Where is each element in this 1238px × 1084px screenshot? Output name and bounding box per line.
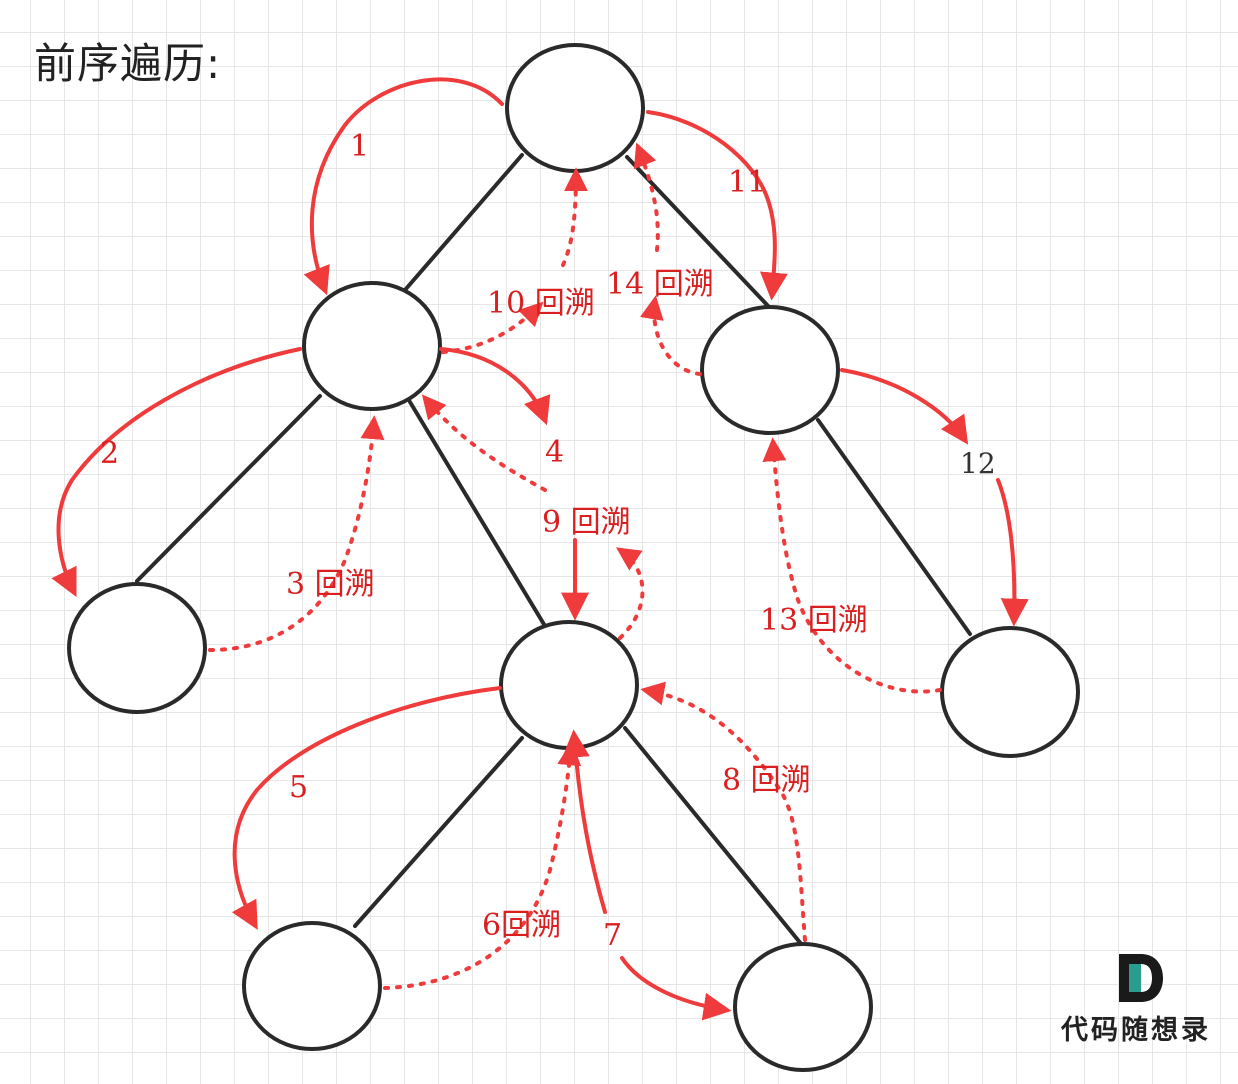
- node-bottom-left: [242, 921, 382, 1051]
- edge-root-left: [403, 153, 524, 292]
- backtrack-arrows: [208, 142, 942, 990]
- page-title: 前序遍历:: [34, 39, 222, 88]
- label-step6: 6回溯: [482, 908, 561, 943]
- node-middle: [499, 620, 639, 750]
- arrow-12b: [996, 478, 1029, 627]
- edge-root-right: [625, 155, 772, 310]
- arrow-14b: [633, 142, 660, 252]
- traversal-arrows: [51, 77, 1029, 1021]
- label-step1: 1: [350, 129, 369, 164]
- arrow-10b: [561, 167, 588, 267]
- node-bottom-right: [733, 942, 873, 1072]
- arrow-6: [383, 741, 582, 990]
- arrow-9b: [421, 394, 547, 492]
- node-right-leaf: [940, 626, 1080, 758]
- node-left: [302, 281, 442, 411]
- edge-middle-bottomright: [623, 726, 804, 947]
- label-step8: 8 回溯: [722, 763, 811, 798]
- arrow-7: [620, 956, 732, 1021]
- node-root: [505, 43, 645, 173]
- step-labels: 1 2 3 回溯 4 5 6回溯 7 8 回溯 9 回溯 10 回溯 11 12…: [100, 129, 996, 953]
- label-step2: 2: [100, 436, 119, 471]
- logo-text: 代码随想录: [1061, 1015, 1211, 1046]
- label-step12: 12: [960, 447, 996, 480]
- edge-right-rightleaf: [816, 418, 972, 636]
- arrow-3: [208, 415, 385, 652]
- tree-nodes: [67, 43, 1080, 1072]
- arrow-8: [640, 681, 807, 942]
- arrow-7-up: [561, 729, 607, 914]
- node-right: [700, 305, 840, 435]
- label-step3: 3 回溯: [286, 567, 375, 602]
- arrow-9: [616, 547, 645, 640]
- logo-d-icon: [1119, 954, 1163, 1002]
- arrow-14: [640, 295, 702, 376]
- label-step11: 11: [728, 165, 766, 200]
- label-step7: 7: [603, 918, 622, 953]
- arrow-10: [441, 301, 544, 354]
- label-step13: 13 回溯: [760, 603, 868, 638]
- tree-edges: [135, 153, 972, 947]
- label-step9: 9 回溯: [542, 505, 631, 540]
- label-step5: 5: [289, 770, 308, 805]
- edge-middle-bottomleft: [353, 736, 524, 928]
- edge-left-leftleaf: [135, 394, 322, 583]
- arrow-2: [51, 347, 302, 598]
- arrow-13: [762, 437, 942, 694]
- arrow-5: [231, 686, 502, 930]
- node-left-leaf: [67, 582, 207, 714]
- label-step10: 10 回溯: [487, 286, 595, 321]
- arrow-12: [840, 368, 969, 445]
- arrow-4: [439, 347, 551, 426]
- arrow-11: [646, 110, 788, 301]
- edge-left-middle: [408, 400, 547, 628]
- arrow-1: [303, 77, 504, 296]
- label-step4: 4: [545, 435, 564, 470]
- label-step14: 14 回溯: [606, 267, 714, 302]
- brand-logo: 代码随想录: [1055, 948, 1230, 1048]
